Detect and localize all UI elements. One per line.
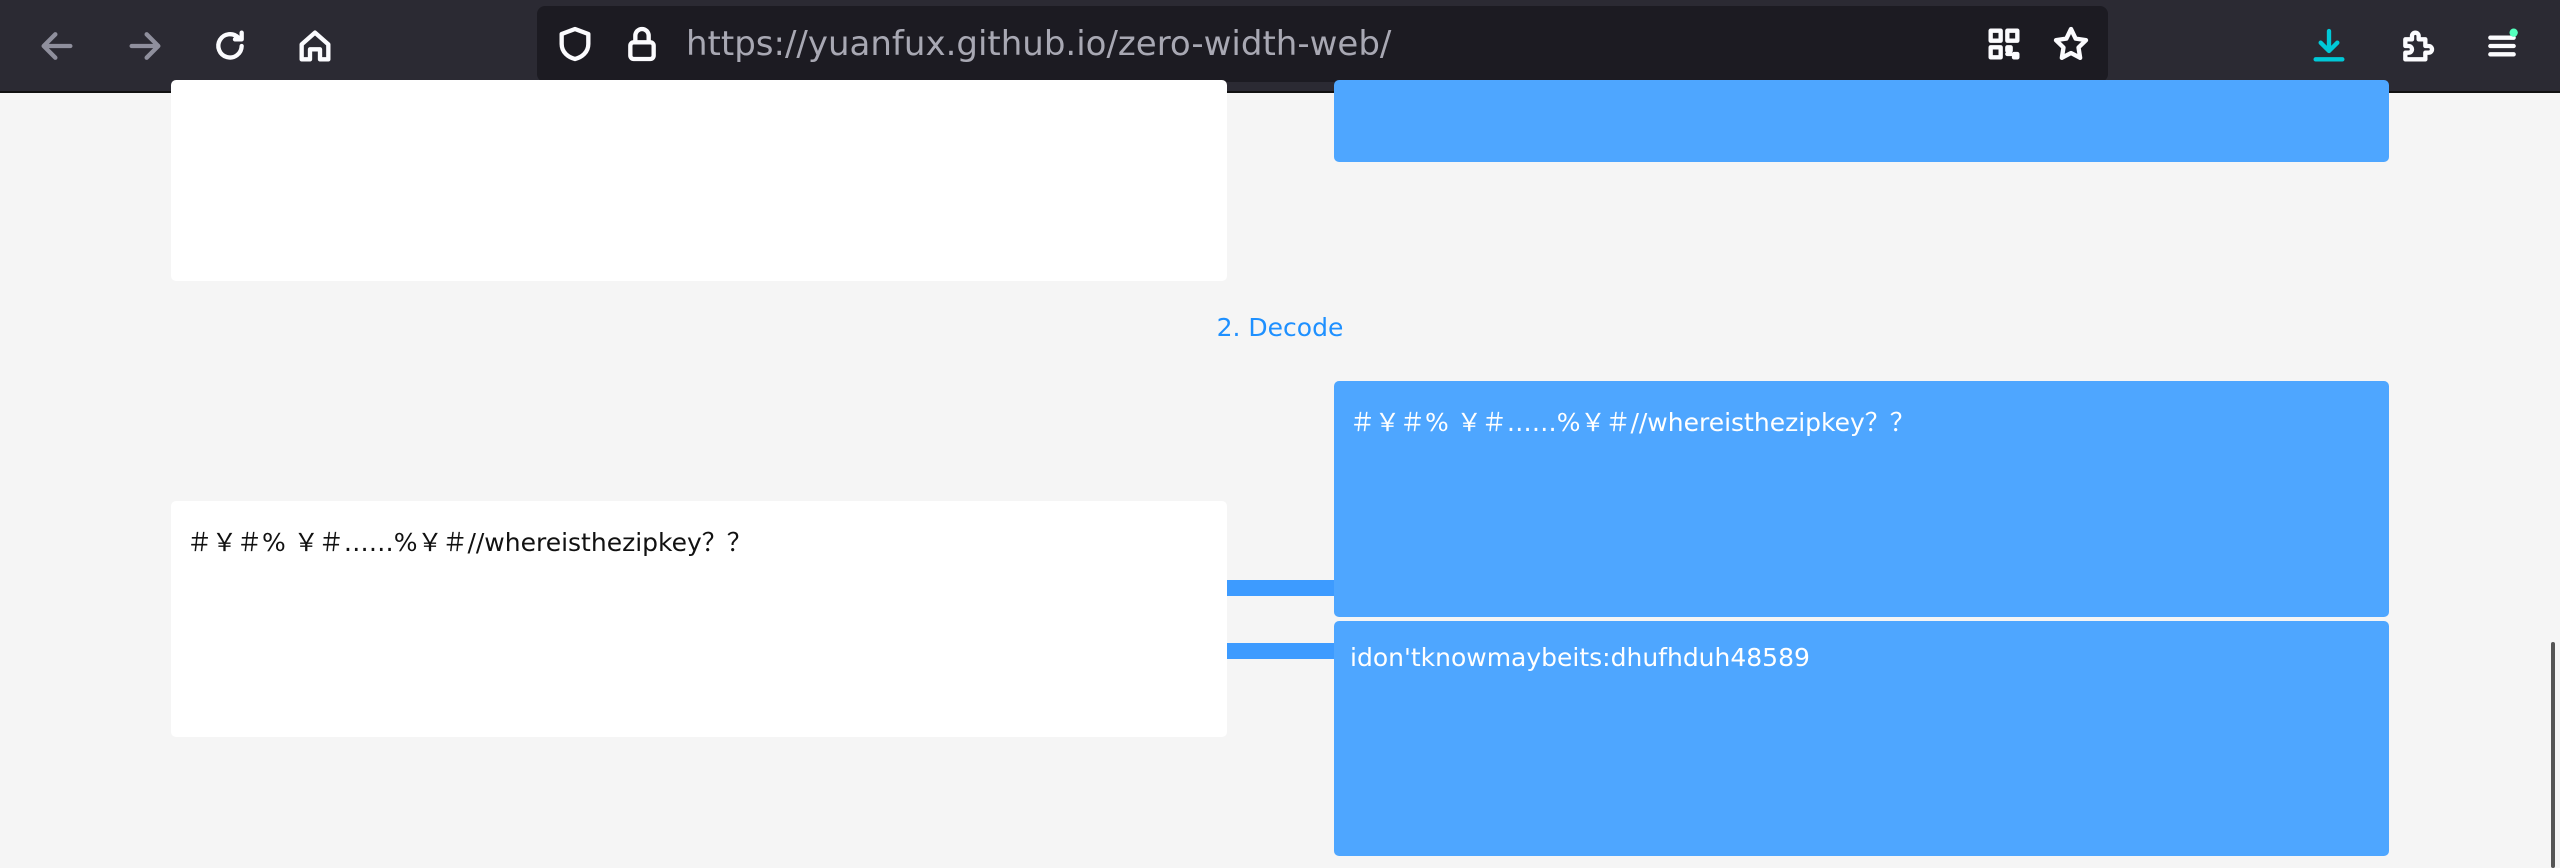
visible-text: ＃￥＃% ￥＃……%￥＃//whereisthezipkey？？ — [1350, 408, 1915, 437]
shield-icon[interactable] — [551, 20, 599, 68]
url-text[interactable]: https://yuanfux.github.io/zero-width-web… — [686, 24, 1391, 64]
forward-button[interactable] — [121, 22, 169, 70]
home-icon — [299, 30, 331, 62]
puzzle-icon — [2403, 30, 2435, 62]
reload-icon — [216, 30, 244, 60]
download-icon — [2313, 28, 2345, 62]
section-title-decode: 2. Decode — [1216, 313, 1344, 342]
star-icon — [2053, 26, 2089, 60]
lock-icon[interactable] — [618, 20, 666, 68]
reload-button[interactable] — [206, 22, 254, 70]
browser-toolbar: https://yuanfux.github.io/zero-width-web… — [0, 0, 2560, 93]
scrollbar[interactable] — [2551, 642, 2555, 868]
connector-line — [1227, 580, 1334, 596]
arrow-left-icon — [41, 32, 73, 60]
decode-input-text: ＃￥＃% ￥＃……%￥＃//whereisthezipkey？？ — [187, 528, 752, 557]
encode-output-panel — [1334, 80, 2389, 162]
qr-code-icon[interactable] — [1980, 20, 2028, 68]
connector-line — [1227, 643, 1334, 659]
hidden-text: idon'tknowmaybeits:dhufhduh48589 — [1350, 643, 1810, 672]
address-bar[interactable]: https://yuanfux.github.io/zero-width-web… — [537, 6, 2108, 82]
extensions-button[interactable] — [2393, 22, 2441, 70]
arrow-right-icon — [129, 32, 161, 60]
downloads-button[interactable] — [2305, 22, 2353, 70]
decode-input-textarea[interactable]: ＃￥＃% ￥＃……%￥＃//whereisthezipkey？？ — [171, 501, 1227, 737]
menu-button[interactable] — [2478, 22, 2526, 70]
url-host: https://yuanfux.github.io — [686, 24, 1107, 64]
back-button[interactable] — [33, 22, 81, 70]
decode-hidden-output: idon'tknowmaybeits:dhufhduh48589 — [1334, 621, 2389, 856]
home-button[interactable] — [291, 22, 339, 70]
url-path: /zero-width-web/ — [1106, 24, 1392, 64]
bookmark-star-button[interactable] — [2047, 20, 2095, 68]
hamburger-icon — [2488, 28, 2518, 57]
encode-input-panel[interactable] — [171, 80, 1227, 281]
decode-visible-output: ＃￥＃% ￥＃……%￥＃//whereisthezipkey？？ — [1334, 381, 2389, 617]
